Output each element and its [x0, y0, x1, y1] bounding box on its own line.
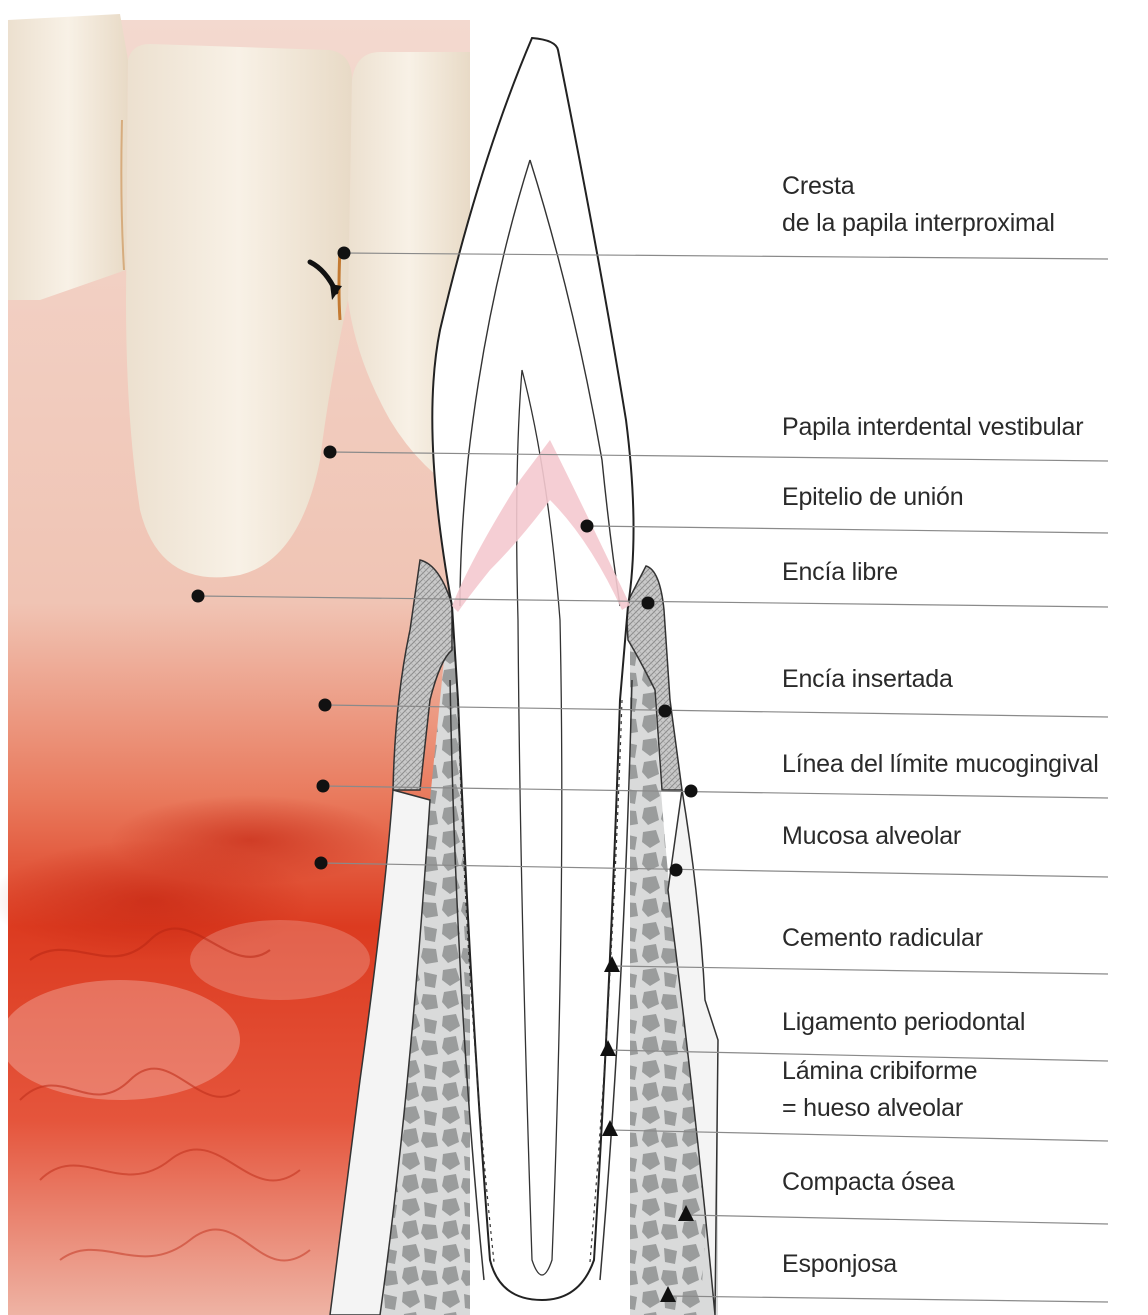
- label-compacta-osea: Compacta ósea: [782, 1166, 955, 1198]
- label-esponjosa: Esponjosa: [782, 1248, 897, 1280]
- dot-marker-icon: [685, 785, 698, 798]
- label-encia-libre: Encía libre: [782, 556, 898, 588]
- triangle-marker-icon: [602, 1120, 618, 1136]
- dot-marker-icon: [324, 446, 337, 459]
- label-limite-mucogingival: Línea del límite mucogingival: [782, 748, 1099, 780]
- dot-marker-icon: [670, 864, 683, 877]
- dot-marker-icon: [319, 699, 332, 712]
- label-lamina-line2: = hueso alveolar: [782, 1092, 963, 1124]
- label-mucosa-alveolar: Mucosa alveolar: [782, 820, 961, 852]
- label-cresta-line1: Cresta: [782, 170, 854, 202]
- dot-marker-icon: [659, 705, 672, 718]
- leader-esponjosa: [668, 1296, 1108, 1302]
- leader-compacta: [686, 1215, 1108, 1224]
- label-cemento-radicular: Cemento radicular: [782, 922, 983, 954]
- label-ligamento-periodontal: Ligamento periodontal: [782, 1006, 1025, 1038]
- label-cresta-line2: de la papila interproximal: [782, 207, 1055, 239]
- dot-marker-icon: [642, 597, 655, 610]
- label-epitelio-union: Epitelio de unión: [782, 481, 963, 513]
- leader-epitelio: [587, 526, 1108, 533]
- dot-marker-icon: [192, 590, 205, 603]
- label-encia-insertada: Encía insertada: [782, 663, 953, 695]
- label-lamina-line1: Lámina cribiforme: [782, 1055, 977, 1087]
- dot-marker-icon: [581, 520, 594, 533]
- dot-marker-icon: [317, 780, 330, 793]
- dot-marker-icon: [315, 857, 328, 870]
- dot-marker-icon: [338, 247, 351, 260]
- label-papila-vestibular: Papila interdental vestibular: [782, 411, 1083, 443]
